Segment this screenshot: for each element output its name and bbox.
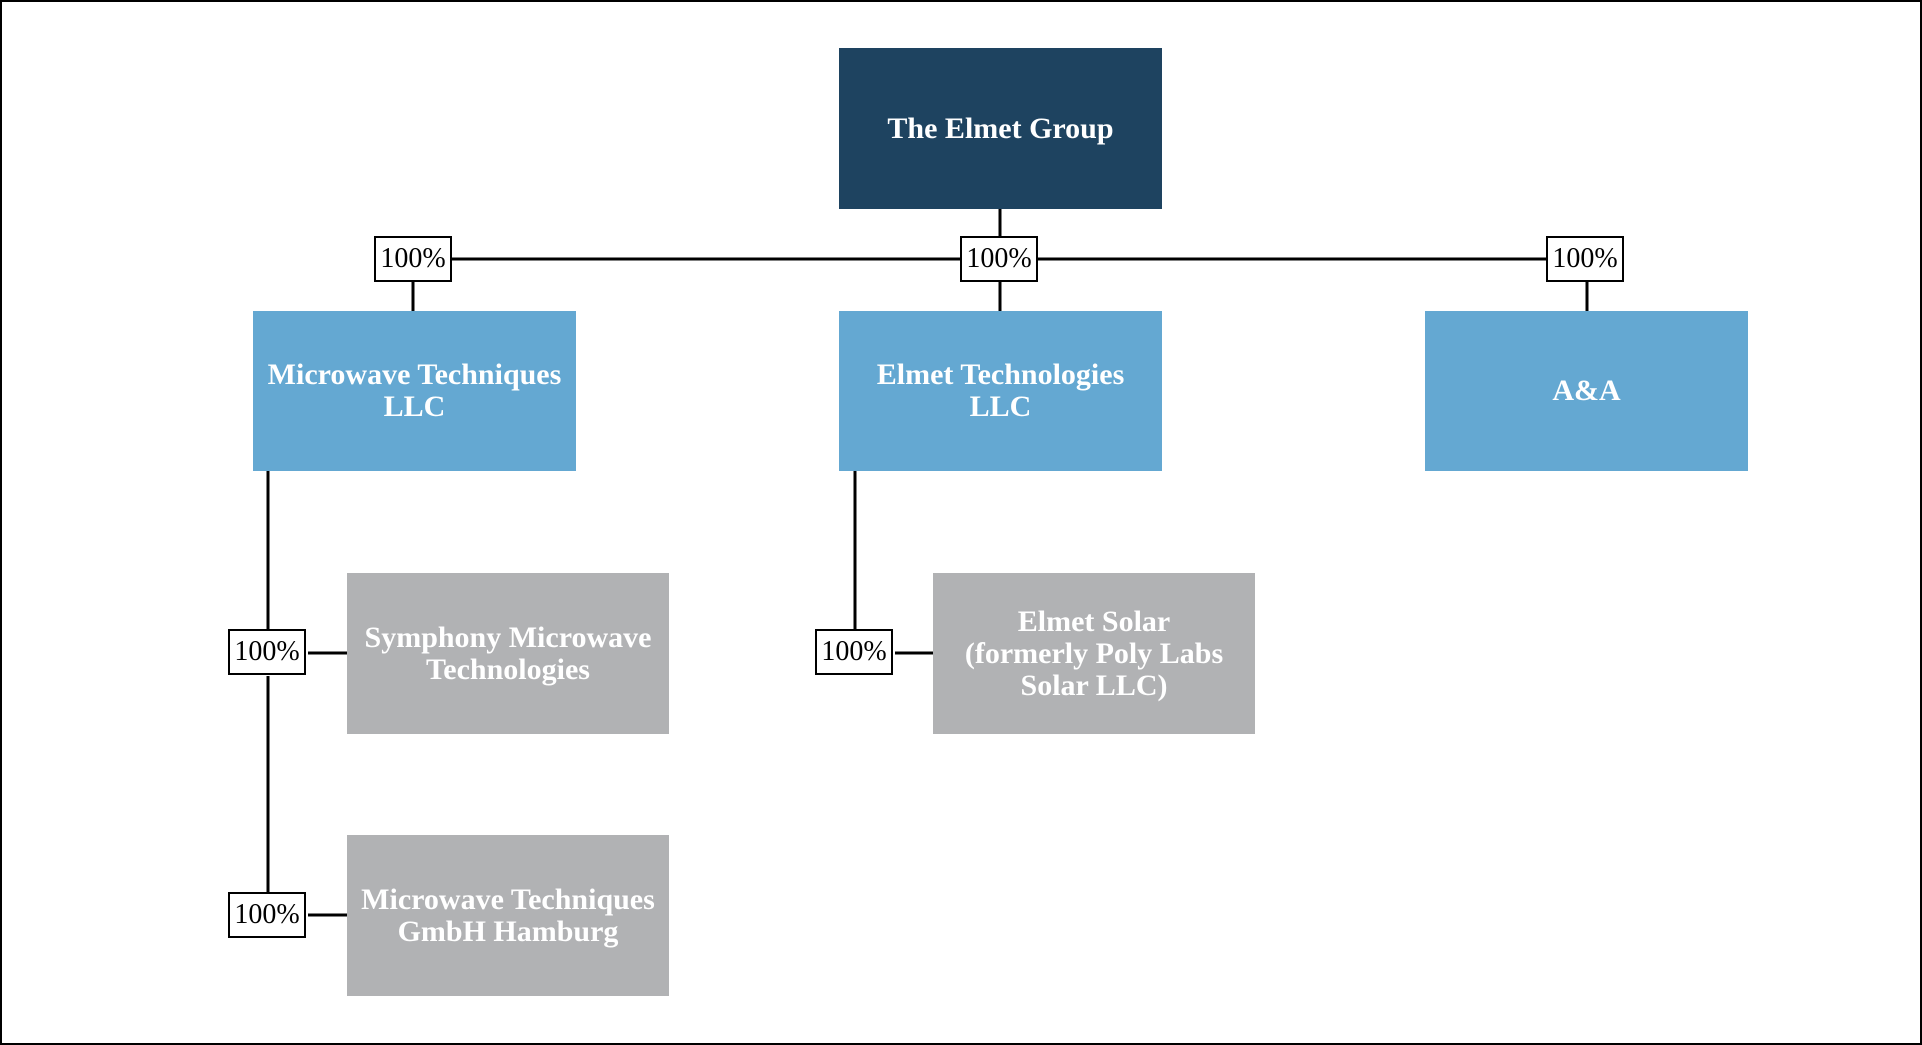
node-label: A&A xyxy=(1552,374,1621,407)
ownership-label-microwave-techniques-llc: 100% xyxy=(374,236,452,282)
ownership-label-elmet-solar: 100% xyxy=(815,629,893,675)
node-a-and-a: A&A xyxy=(1425,311,1748,471)
ownership-label-symphony-microwave: 100% xyxy=(228,629,306,675)
node-label: Microwave Techniques LLC xyxy=(267,358,562,423)
node-the-elmet-group: The Elmet Group xyxy=(839,48,1162,209)
node-label: Elmet Technologies LLC xyxy=(876,358,1125,423)
node-label: Microwave Techniques GmbH Hamburg xyxy=(361,882,655,948)
node-elmet-technologies-llc: Elmet Technologies LLC xyxy=(839,311,1162,471)
node-label: The Elmet Group xyxy=(887,111,1114,145)
node-microwave-techniques-llc: Microwave Techniques LLC xyxy=(253,311,576,471)
node-microwave-techniques-gmbh-hamburg: Microwave Techniques GmbH Hamburg xyxy=(347,835,669,996)
ownership-label-a-and-a: 100% xyxy=(1546,236,1624,282)
node-symphony-microwave-technologies: Symphony Microwave Technologies xyxy=(347,573,669,734)
node-elmet-solar: Elmet Solar (formerly Poly Labs Solar LL… xyxy=(933,573,1255,734)
ownership-label-elmet-technologies-llc: 100% xyxy=(960,236,1038,282)
node-label: Elmet Solar (formerly Poly Labs Solar LL… xyxy=(964,604,1224,702)
ownership-label-microwave-techniques-gmbh: 100% xyxy=(228,892,306,938)
node-label: Symphony Microwave Technologies xyxy=(364,620,652,686)
